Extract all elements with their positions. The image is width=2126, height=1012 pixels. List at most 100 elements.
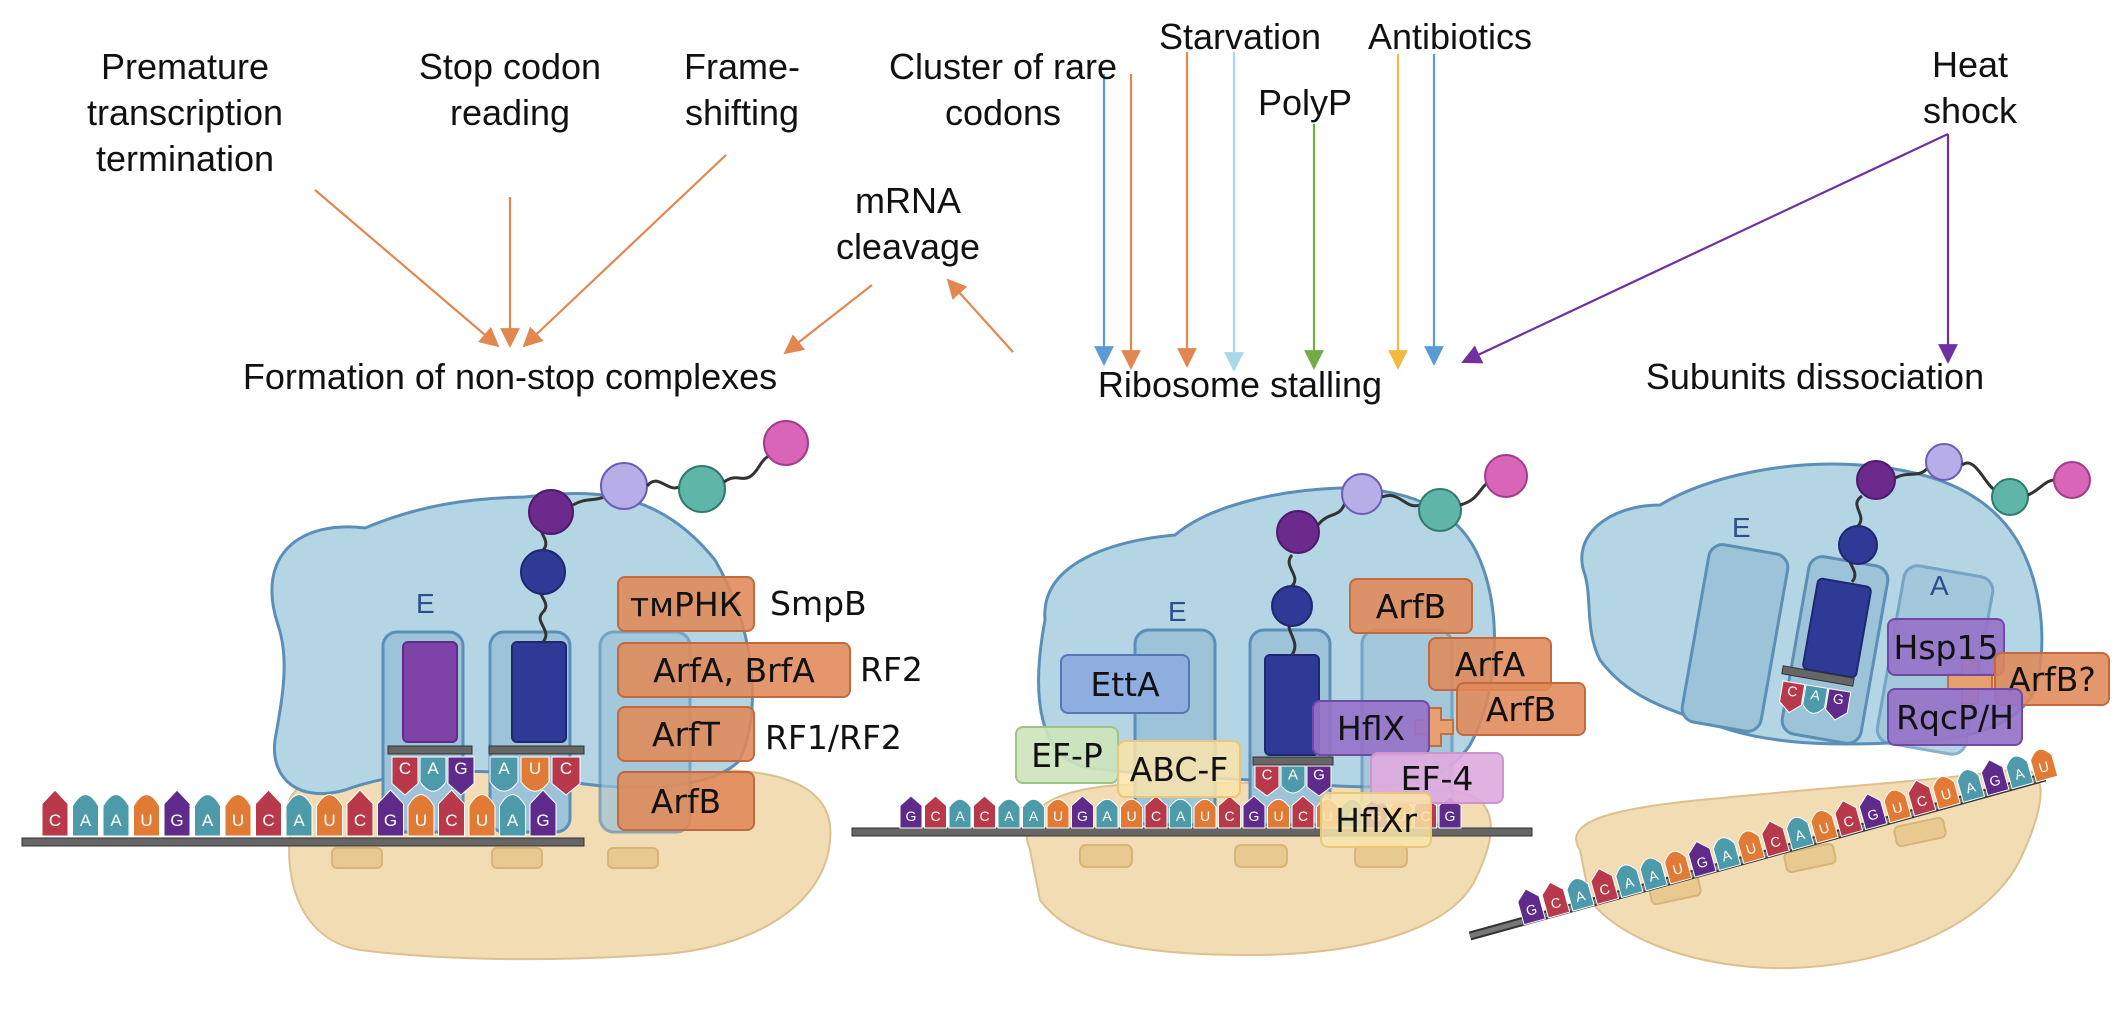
cause-stop-codon-reading: Stop codon reading xyxy=(418,46,602,133)
factor-arfb-top: ArfB xyxy=(1349,578,1473,634)
nucleotide: A xyxy=(1712,837,1742,871)
nucleotide-letter: G xyxy=(1988,771,2003,789)
nucleotide: G xyxy=(1687,840,1717,878)
nucleotide: C xyxy=(1254,765,1280,797)
nucleotide: A xyxy=(72,794,99,837)
nucleotide: G xyxy=(1517,888,1546,926)
nucleotide: A xyxy=(1095,798,1119,829)
nucleotide: C xyxy=(1761,820,1790,858)
nucleotide: U xyxy=(224,794,252,837)
nucleotide: A xyxy=(499,794,526,837)
nucleotide: G xyxy=(1306,765,1332,797)
trna-p-1 xyxy=(511,641,567,743)
nucleotide-letter: A xyxy=(1029,808,1039,824)
nucleotide: A xyxy=(419,756,447,792)
nucleotide: C xyxy=(346,789,374,837)
factor-arfb-3: ArfB? xyxy=(1994,652,2110,706)
nucleotide-letter: G xyxy=(1866,805,1881,823)
cause-starvation: Starvation xyxy=(1158,16,1322,57)
nucleotide-letter: U xyxy=(1053,808,1063,824)
nucleotide-letter: A xyxy=(293,811,305,830)
nucleotide: U xyxy=(1120,798,1143,829)
nucleotide: A xyxy=(1566,877,1595,912)
nucleotide: G xyxy=(1980,759,2010,797)
nucleotide: C xyxy=(1541,881,1571,919)
nucleotide-letter: C xyxy=(1224,808,1234,824)
nucleotide: U xyxy=(1810,809,1839,844)
nucleotide-letter: C xyxy=(1549,894,1563,912)
nucleotide: U xyxy=(316,794,343,837)
nucleotide-letter: C xyxy=(930,808,940,824)
nucleotide: U xyxy=(1046,798,1070,829)
trna-e-1 xyxy=(402,641,458,743)
nucleotide: U xyxy=(1883,789,1912,824)
cause-heat-shock: Heat shock xyxy=(1922,44,2018,131)
partner-smpb: SmpB xyxy=(770,584,867,623)
nucleotide-letter: C xyxy=(399,759,411,778)
nucleotide: A xyxy=(948,798,972,829)
nucleotide-letter: G xyxy=(384,811,397,830)
nucleotide-letter: G xyxy=(1249,808,1260,824)
nucleotide-letter: C xyxy=(1298,808,1308,824)
nucleotide: A xyxy=(1169,798,1192,829)
nucleotide: C xyxy=(1834,799,1864,837)
nucleotide-letter: U xyxy=(1817,819,1831,837)
ribosome-panel-2: GCACAAUGAUCAUCGUCUAGUCG CAG xyxy=(851,454,1533,957)
nucleotide-letter: U xyxy=(1273,808,1283,824)
nucleotide-letter: A xyxy=(1004,808,1014,824)
outcome-ribosome-stalling: Ribosome stalling xyxy=(1097,364,1383,405)
nucleotide-letter: U xyxy=(1744,840,1758,858)
nucleotide-letter: U xyxy=(1890,799,1904,817)
nucleotide-letter: U xyxy=(232,811,244,830)
partner-rf2: RF2 xyxy=(860,650,923,689)
site-e-label-1: E xyxy=(416,588,435,619)
nucleotide: A xyxy=(1280,765,1306,794)
nucleotide-letter: C xyxy=(1768,833,1782,851)
nucleotide-letter: C xyxy=(445,811,457,830)
nucleotide: C xyxy=(551,756,581,796)
nucleotide: U xyxy=(1193,798,1217,829)
nucleotide: G xyxy=(529,789,557,837)
nucleotide-letter: C xyxy=(979,808,989,824)
nucleotide-letter: C xyxy=(354,811,366,830)
factor-hflx: HflX xyxy=(1312,700,1430,756)
nucleotide-letter: C xyxy=(1598,880,1612,898)
nucleotide: C xyxy=(438,789,465,837)
nucleotide-letter: C xyxy=(1786,682,1799,699)
nucleotide: C xyxy=(391,756,419,796)
nucleotide: U xyxy=(1737,830,1766,865)
nucleotide: U xyxy=(2030,748,2059,783)
nucleotide: G xyxy=(447,756,475,796)
nucleotide: G xyxy=(1858,793,1888,831)
nucleotide-letter: A xyxy=(202,811,214,830)
arrow-stalling-to-cleavage xyxy=(946,278,1014,353)
nucleotide-letter: A xyxy=(80,811,92,830)
nucleotide: G xyxy=(163,789,191,837)
nucleotide: A xyxy=(1615,864,1644,899)
nucleotide-letter: G xyxy=(170,811,183,830)
nucleotide: A xyxy=(1802,684,1829,714)
nucleotide: U xyxy=(1267,798,1290,829)
nucleotide-letter: U xyxy=(2037,758,2051,776)
nucleotide: U xyxy=(407,794,435,837)
trna-p-3 xyxy=(1802,577,1872,679)
nucleotide-letter: A xyxy=(507,811,519,830)
nucleotide: A xyxy=(1786,816,1815,851)
factor-hsp15: Hsp15 xyxy=(1887,618,2005,676)
nucleotide: U xyxy=(133,794,160,837)
nucleotide: C xyxy=(1144,795,1168,829)
nucleotide-letter: A xyxy=(1102,808,1112,824)
nucleotide-letter: A xyxy=(427,759,439,778)
arrow-premature xyxy=(314,189,500,348)
site-e-label-2: E xyxy=(1168,596,1187,627)
nucleotide-letter: A xyxy=(1288,767,1298,784)
nucleotide-letter: U xyxy=(1671,860,1685,878)
nucleotide-letter: G xyxy=(1524,901,1539,919)
nucleotide: C xyxy=(1590,867,1620,905)
nucleotide: U xyxy=(468,794,496,837)
nucleotide: A xyxy=(1022,798,1045,829)
nucleotide-letter: U xyxy=(323,811,335,830)
